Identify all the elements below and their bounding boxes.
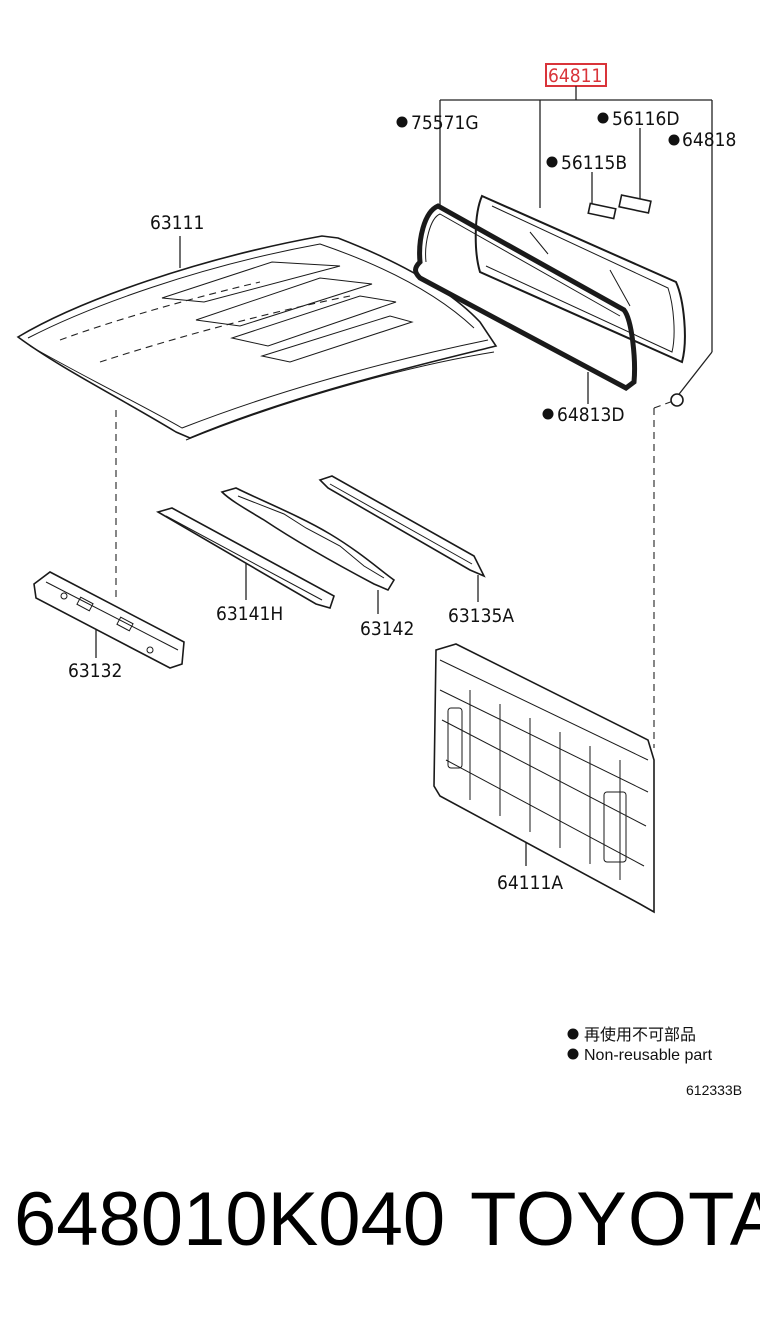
back-window-glass-64811 (474, 194, 686, 364)
label-64818[interactable]: 64818 (682, 129, 736, 151)
roof-header-63132 (33, 571, 185, 669)
label-63132[interactable]: 63132 (68, 660, 122, 682)
roof-rail-63141H (155, 507, 335, 609)
nonreusable-dot-56115B (546, 156, 558, 168)
back-panel-64111A (433, 643, 655, 914)
label-63141H[interactable]: 63141H (216, 603, 283, 625)
label-64811[interactable]: 64811 (548, 65, 602, 87)
label-63111[interactable]: 63111 (150, 212, 204, 234)
label-64111A[interactable]: 64111A (497, 872, 563, 894)
clip-56116D (618, 194, 652, 214)
label-63135A[interactable]: 63135A (448, 605, 514, 627)
roof-rail-63135A (318, 475, 486, 578)
roof-panel-63111 (16, 235, 498, 441)
nonreusable-dot-64813D (542, 408, 554, 420)
label-56116D[interactable]: 56116D (612, 108, 680, 130)
nonreusable-dot-64818 (668, 134, 680, 146)
brand-name: TOYOTA (470, 1177, 760, 1262)
label-64813D[interactable]: 64813D (557, 404, 625, 426)
legend-line-1: 再使用不可部品 (584, 1026, 696, 1044)
nonreusable-dot-75571G (396, 116, 408, 128)
reference-code: 612333B (686, 1082, 742, 1098)
clip-56115B (587, 202, 617, 220)
fastener-64818 (670, 393, 684, 407)
nonreusable-dot-56116D (597, 112, 609, 124)
legend-line-2: Non-reusable part (584, 1047, 713, 1064)
roof-bow-63142 (220, 487, 396, 592)
legend-dot-1 (567, 1028, 579, 1040)
label-75571G[interactable]: 75571G (411, 112, 479, 134)
label-63142[interactable]: 63142 (360, 618, 414, 640)
legend-dot-2 (567, 1048, 579, 1060)
glass-weatherstrip-75571G (413, 203, 637, 391)
label-56115B[interactable]: 56115B (561, 152, 627, 174)
part-number: 648010K040 (14, 1177, 446, 1262)
